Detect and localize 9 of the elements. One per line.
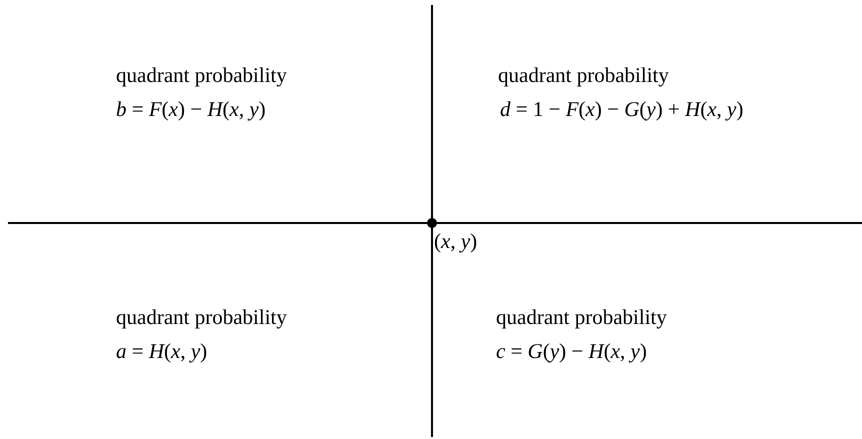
formula: a = H(x, y) bbox=[116, 340, 208, 364]
quadrant-label: quadrant probability bbox=[498, 64, 669, 88]
formula: b = F(x) − H(x, y) bbox=[116, 98, 266, 122]
quadrant-label: quadrant probability bbox=[116, 64, 287, 88]
point-label: (x, y) bbox=[434, 230, 478, 254]
formula: d = 1 − F(x) − G(y) + H(x, y) bbox=[500, 98, 744, 122]
quadrant-label: quadrant probability bbox=[496, 306, 667, 330]
quadrant-label: quadrant probability bbox=[116, 306, 287, 330]
formula: c = G(y) − H(x, y) bbox=[496, 340, 647, 364]
